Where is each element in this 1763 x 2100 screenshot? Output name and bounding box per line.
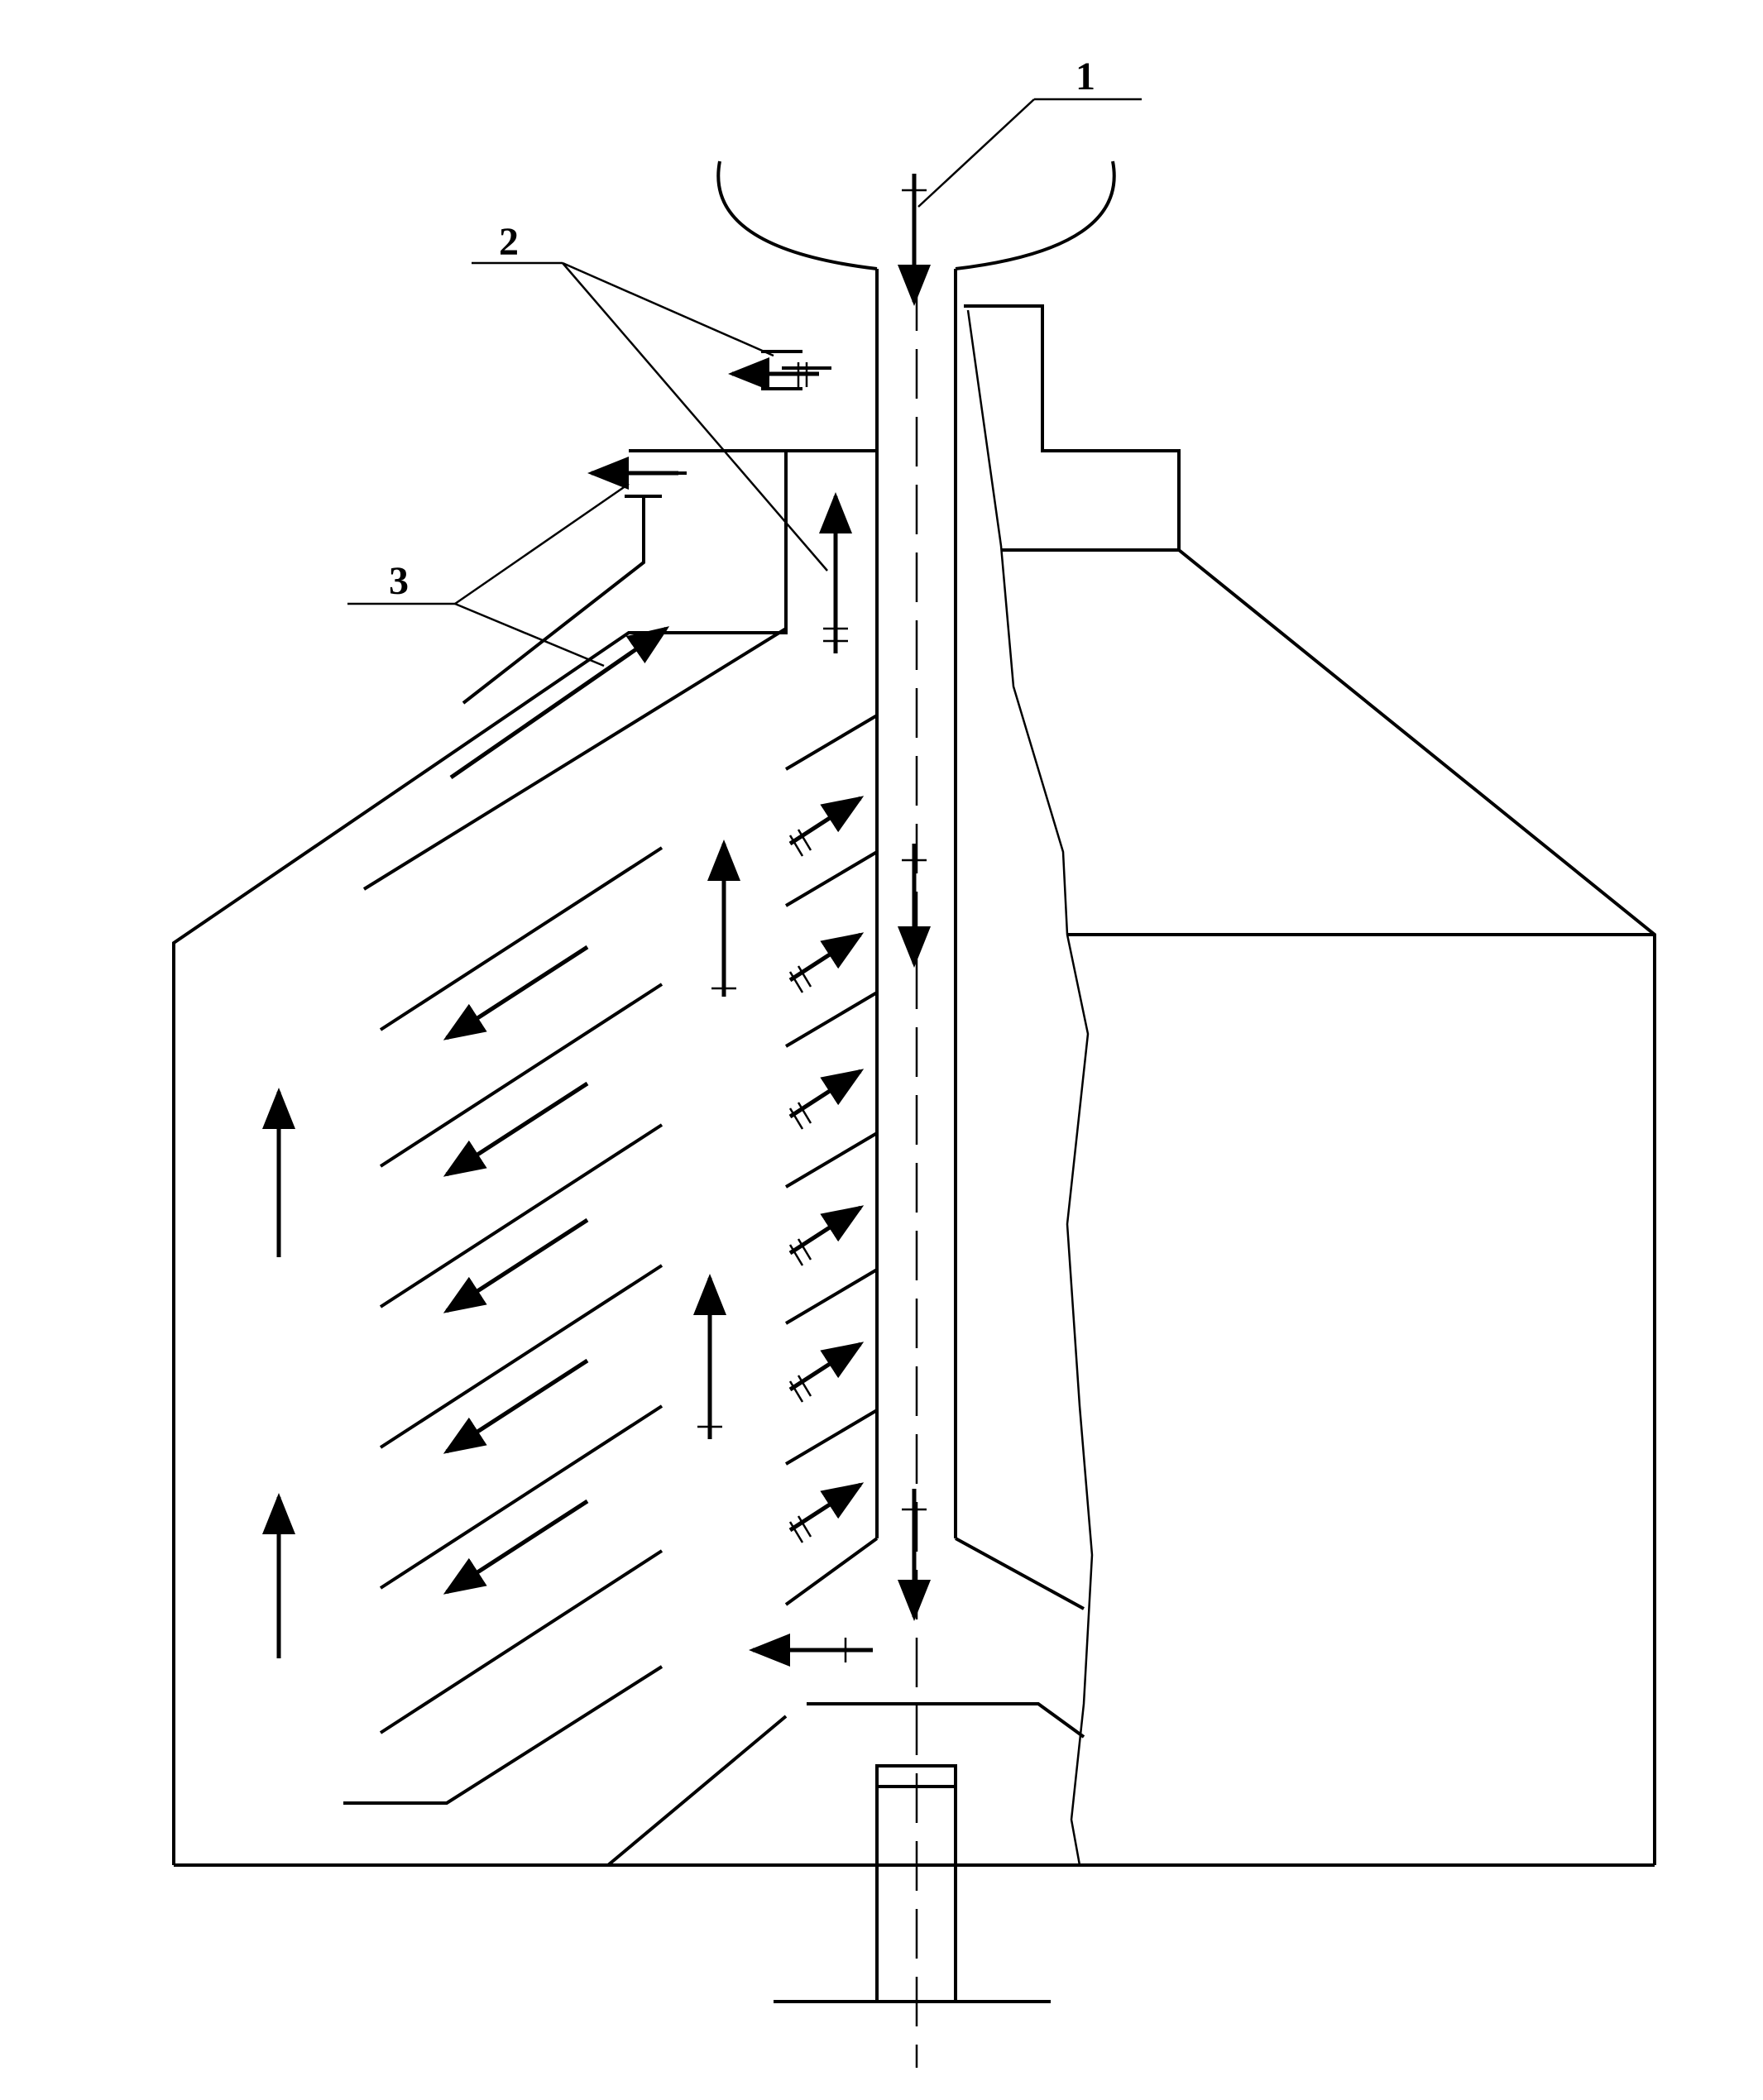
flow-arrows (262, 174, 931, 1667)
disc-stack-inner (784, 714, 879, 1466)
bottom-hub (606, 1702, 1085, 2003)
outlet-2 (761, 350, 831, 390)
disc-stack-outer (343, 846, 664, 1805)
label-3: 3 (389, 559, 409, 603)
label-1: 1 (1076, 55, 1095, 98)
arrow-ticks (697, 189, 927, 1662)
leader-lines (347, 98, 1142, 667)
housing-left (172, 449, 1655, 1867)
upper-disc (362, 627, 788, 891)
label-2: 2 (499, 220, 519, 264)
housing-right (954, 298, 1656, 1866)
inlet-funnel (716, 160, 1116, 270)
feed-tube (784, 269, 957, 2068)
